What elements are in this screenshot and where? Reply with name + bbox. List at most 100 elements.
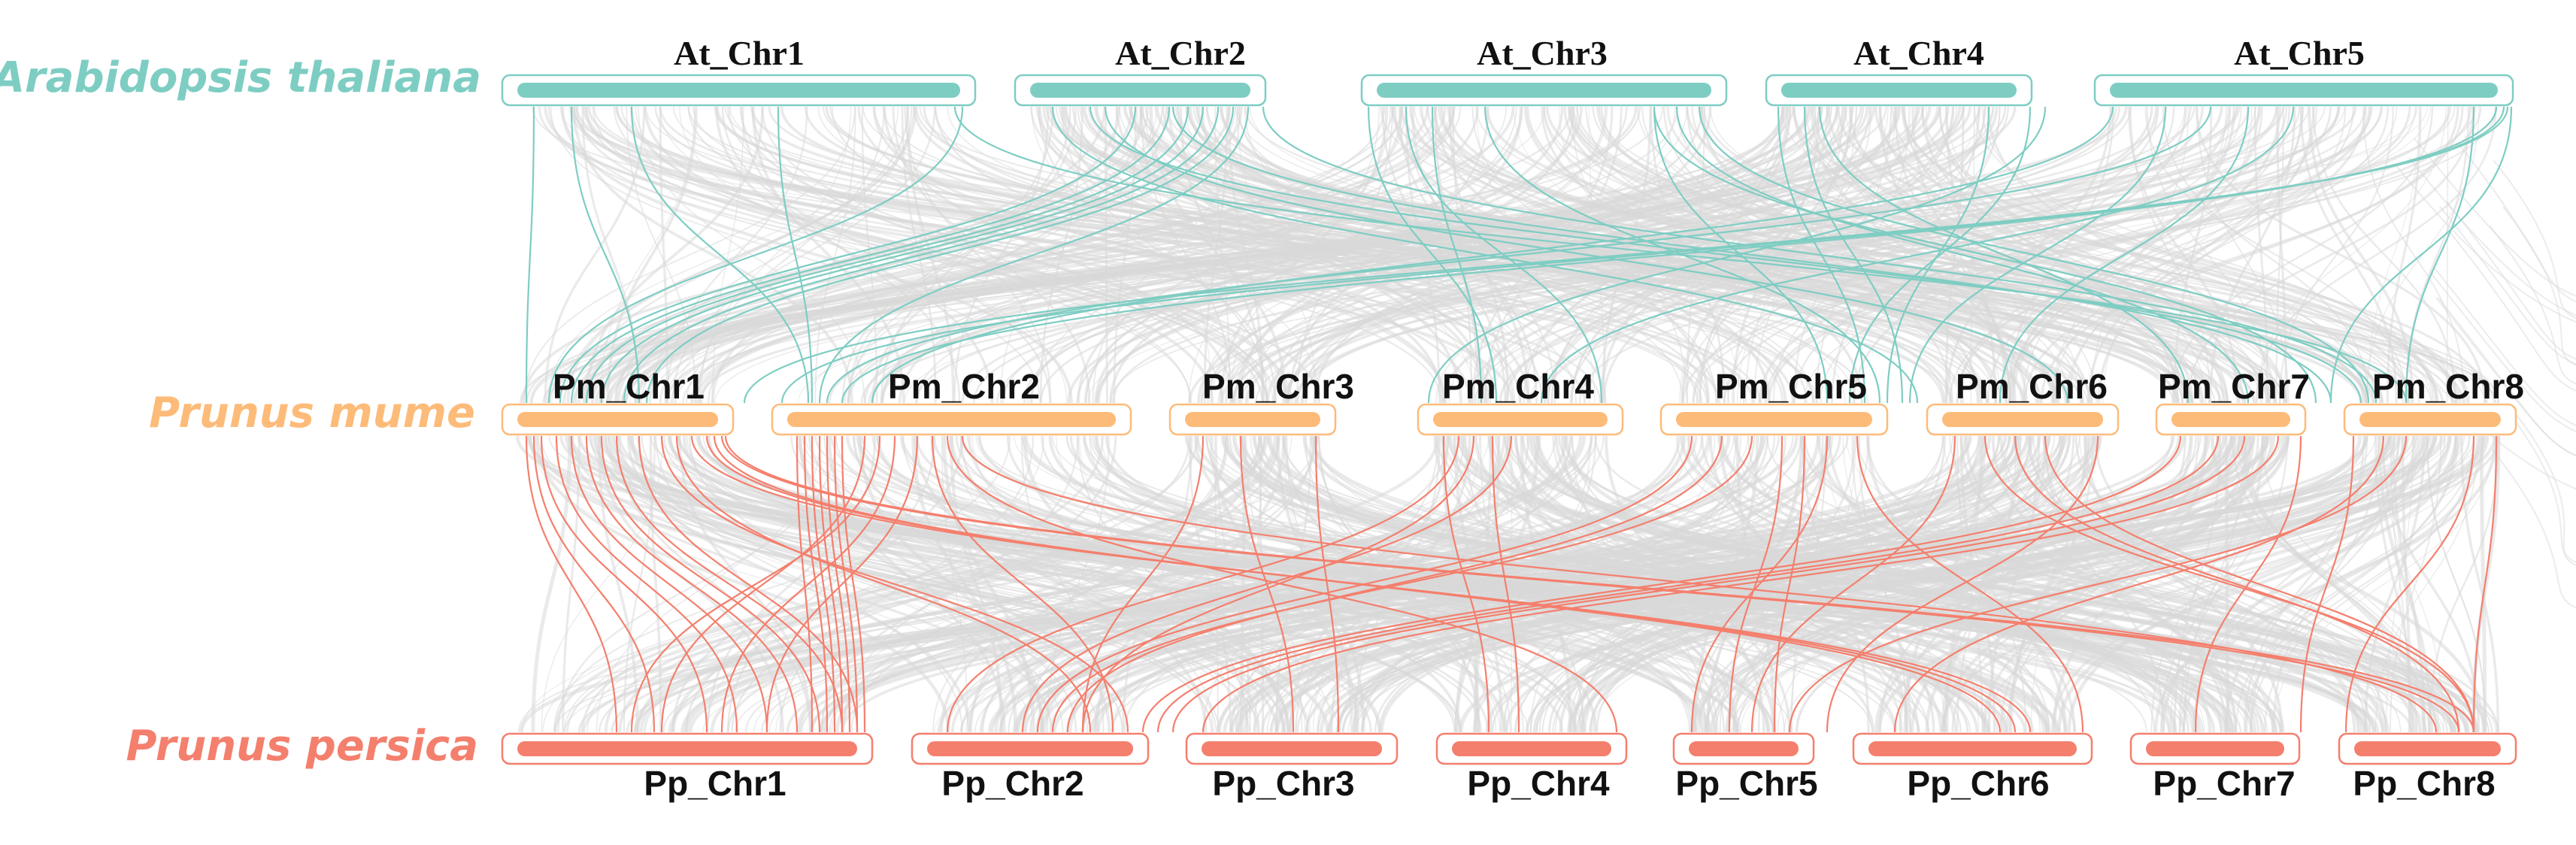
background-link-offscreen — [2391, 330, 2576, 490]
background-link-pm-pp — [2008, 435, 2095, 733]
chromosome-label: Pp_Chr2 — [941, 764, 1083, 803]
background-link-at-pm — [1420, 106, 1979, 404]
background-link-pm-pp — [710, 435, 1799, 733]
background-link-pm-pp — [1569, 435, 2250, 733]
chromosome-label: At_Chr4 — [1853, 34, 1984, 72]
highlighted-link-at-pm — [1431, 106, 1483, 404]
chromosome-pp-5[interactable]: Pp_Chr5 — [1672, 732, 1818, 803]
chromosome-bar — [927, 741, 1133, 756]
highlighted-link-at-pm — [525, 106, 535, 404]
chromosome-pp-1[interactable]: Pp_Chr1 — [501, 732, 874, 803]
chromosome-label: Pp_Chr1 — [644, 764, 786, 803]
chromosome-at-1[interactable]: At_Chr1 — [501, 34, 977, 107]
highlighted-link-pm-pp — [796, 435, 814, 733]
background-link-at-pm — [1045, 106, 2444, 404]
highlighted-link-pm-pp — [1171, 435, 2246, 733]
background-link-at-pm — [1949, 106, 2390, 404]
highlighted-link-pm-pp — [1893, 435, 2385, 733]
highlighted-link-pm-pp — [585, 435, 799, 733]
background-link-pm-pp — [2170, 435, 2262, 733]
chromosome-pm-1[interactable]: Pm_Chr1 — [501, 367, 735, 436]
background-link-offscreen — [2394, 163, 2576, 323]
chromosome-pp-3[interactable]: Pp_Chr3 — [1185, 732, 1399, 803]
background-link-at-pm — [1526, 106, 2054, 404]
highlighted-link-pm-pp — [1051, 435, 1753, 733]
chromosome-pm-8[interactable]: Pm_Chr8 — [2343, 367, 2524, 436]
background-link-at-pm — [566, 106, 916, 404]
background-link-at-pm — [1189, 106, 1964, 404]
chromosome-at-2[interactable]: At_Chr2 — [1014, 34, 1267, 107]
background-link-at-pm — [1792, 106, 2288, 404]
background-link-pm-pp — [2245, 435, 2457, 733]
background-link-pm-pp — [1766, 435, 2470, 733]
highlighted-link-pm-pp — [2044, 435, 2475, 733]
chromosome-pm-6[interactable]: Pm_Chr6 — [1926, 367, 2120, 436]
background-link-offscreen — [2439, 206, 2576, 365]
highlighted-link-at-pm — [1999, 106, 2250, 404]
background-link-at-pm — [1569, 106, 1987, 404]
chromosome-label: Pm_Chr7 — [2158, 367, 2310, 406]
background-link-pm-pp — [968, 435, 1229, 733]
highlighted-link-pm-pp — [630, 435, 881, 733]
highlighted-link-pm-pp — [1728, 435, 1784, 733]
chromosome-label: Pp_Chr7 — [2153, 764, 2295, 803]
background-link-at-pm — [682, 106, 1994, 404]
background-link-at-pm — [547, 106, 899, 404]
chromosome-at-3[interactable]: At_Chr3 — [1360, 34, 1728, 107]
highlighted-link-at-pm — [1405, 106, 1603, 404]
chromosome-pp-2[interactable]: Pp_Chr2 — [911, 732, 1150, 803]
background-link-pm-pp — [2381, 435, 2481, 733]
highlighted-link-pm-pp — [525, 435, 618, 733]
highlighted-link-at-pm — [1653, 106, 2317, 404]
highlighted-link-pm-pp — [1021, 435, 1513, 733]
chromosome-at-4[interactable]: At_Chr4 — [1765, 34, 2033, 107]
highlighted-link-pm-pp — [2014, 435, 2460, 733]
background-link-offscreen — [2502, 404, 2576, 563]
background-link-pm-pp — [2000, 435, 2368, 733]
chromosome-at-5[interactable]: At_Chr5 — [2093, 34, 2514, 107]
background-link-at-pm — [593, 106, 2229, 404]
chromosome-pm-4[interactable]: Pm_Chr4 — [1417, 367, 1624, 436]
highlighted-link-at-pm — [547, 106, 964, 404]
chromosome-pm-2[interactable]: Pm_Chr2 — [771, 367, 1132, 436]
chromosome-pp-4[interactable]: Pp_Chr4 — [1435, 732, 1628, 803]
pm-pp-highlighted-links — [525, 435, 2498, 733]
highlighted-link-at-pm — [1540, 106, 2295, 404]
highlighted-link-pm-pp — [1314, 435, 1340, 733]
chromosome-pm-3[interactable]: Pm_Chr3 — [1168, 367, 1354, 436]
background-link-at-pm — [635, 106, 1191, 404]
chromosome-pm-7[interactable]: Pm_Chr7 — [2155, 367, 2310, 436]
background-link-pm-pp — [612, 435, 1380, 733]
chromosome-bar — [2146, 741, 2284, 756]
chromosome-label: At_Chr3 — [1477, 34, 1608, 72]
background-link-at-pm — [673, 106, 2068, 404]
background-link-pm-pp — [649, 435, 662, 733]
highlighted-link-pm-pp — [1202, 435, 2280, 733]
chromosome-pm-5[interactable]: Pm_Chr5 — [1659, 367, 1889, 436]
background-link-pm-pp — [1040, 435, 2234, 733]
background-link-pm-pp — [930, 435, 1214, 733]
background-link-at-pm — [615, 106, 1106, 404]
background-link-offscreen — [2489, 225, 2576, 385]
highlighted-link-pm-pp — [615, 435, 844, 733]
chromosome-bar — [2359, 412, 2501, 427]
chromosome-pp-8[interactable]: Pp_Chr8 — [2338, 732, 2517, 803]
background-link-at-pm — [646, 106, 1402, 404]
chromosome-pp-7[interactable]: Pp_Chr7 — [2129, 732, 2301, 803]
background-link-pm-pp — [2027, 435, 2359, 733]
highlighted-link-at-pm — [826, 106, 2212, 404]
background-link-pm-pp — [1283, 435, 1353, 733]
background-link-pm-pp — [1777, 435, 2093, 733]
highlighted-link-pm-pp — [1750, 435, 1956, 733]
background-link-at-pm — [953, 106, 1050, 404]
background-link-pm-pp — [999, 435, 1681, 733]
background-link-pm-pp — [2224, 435, 2400, 733]
background-link-pm-pp — [1444, 435, 2195, 733]
chromosome-label: Pm_Chr1 — [553, 367, 705, 406]
background-link-pm-pp — [1022, 435, 1285, 733]
background-link-at-pm — [585, 106, 765, 404]
highlighted-link-pm-pp — [818, 435, 844, 733]
chromosome-pp-6[interactable]: Pp_Chr6 — [1852, 732, 2093, 803]
background-link-pm-pp — [671, 435, 1280, 733]
